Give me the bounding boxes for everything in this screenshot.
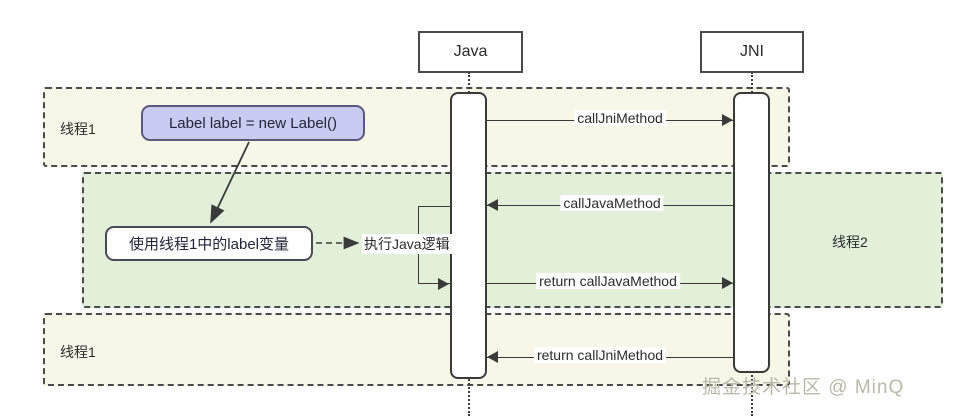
participant-java-label: Java	[453, 43, 488, 60]
note-label-create-text: Label label = new Label()	[168, 114, 338, 132]
participant-java[interactable]: Java	[418, 31, 523, 73]
message-label-return-callJavaMethod: return callJavaMethod	[536, 273, 680, 289]
region-label-thread2: 线程2	[832, 234, 868, 250]
message-arrowhead-callJniMethod	[722, 114, 733, 126]
participant-jni[interactable]: JNI	[700, 31, 804, 73]
region-label-thread1-top: 线程1	[60, 121, 96, 137]
message-label-callJniMethod: callJniMethod	[574, 110, 666, 126]
note-label-create[interactable]: Label label = new Label()	[141, 105, 365, 141]
region-thread1-bottom	[43, 313, 790, 386]
watermark-text: 掘金技术社区 @ MinQ	[702, 377, 905, 398]
activation-bar-java	[450, 92, 487, 379]
message-arrowhead-callJavaMethod	[487, 199, 498, 211]
message-arrowhead-return-callJniMethod	[487, 351, 498, 363]
activation-bar-jni	[733, 92, 770, 373]
message-label-callJavaMethod: callJavaMethod	[560, 195, 664, 211]
self-call-label-java: 执行Java逻辑	[362, 234, 452, 254]
note-label-use-text: 使用线程1中的label变量	[128, 236, 290, 253]
message-label-return-callJniMethod: return callJniMethod	[533, 347, 667, 363]
message-arrowhead-return-callJavaMethod	[722, 277, 733, 289]
participant-jni-label: JNI	[740, 43, 764, 60]
self-call-arrowhead-java	[438, 278, 449, 290]
region-label-thread1-bottom: 线程1	[60, 344, 96, 360]
note-label-use[interactable]: 使用线程1中的label变量	[105, 226, 313, 261]
